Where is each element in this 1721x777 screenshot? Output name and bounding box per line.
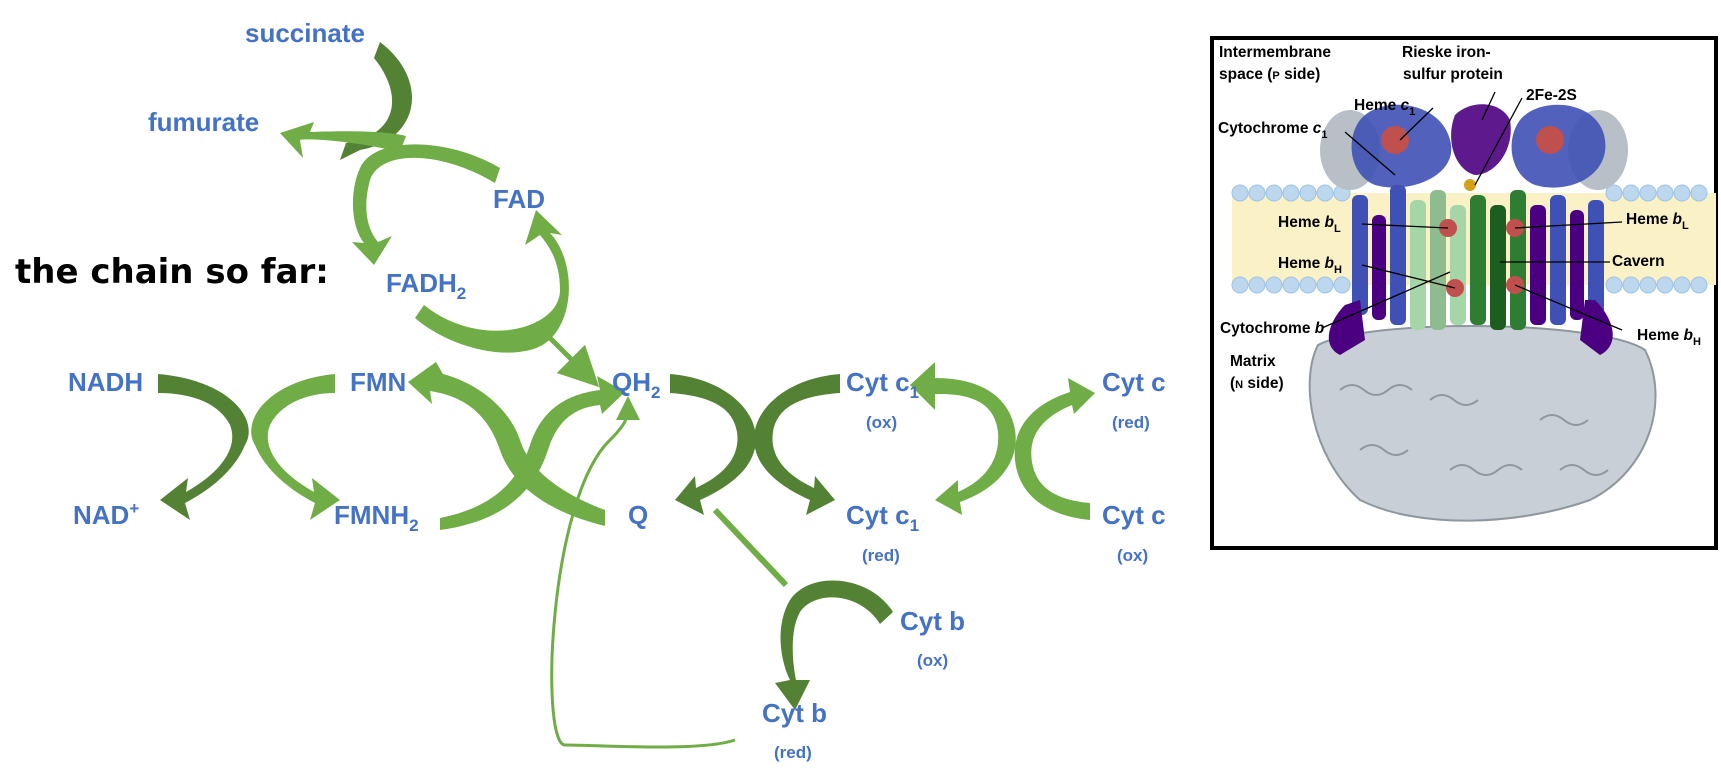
cytb-ox-state: (ox) [917,651,948,670]
lipid-head [1231,184,1249,202]
matrix-helices [1339,384,1609,476]
cytb-red-state: (red) [774,743,812,762]
lipid-head [1605,276,1623,294]
fadh2-to-qh2-line [533,321,600,388]
fumurate-label: fumurate [148,107,259,137]
nadh-label: NADH [68,367,143,397]
lipid-head [1248,276,1266,294]
lipid-head [1265,276,1283,294]
cytb-red-label: Cyt b [762,698,827,728]
chain-title: the chain so far: [15,252,329,292]
cavern-label: Cavern [1612,253,1665,270]
lipid-head [1316,184,1334,202]
lipid-head [1316,276,1334,294]
cytc1-ox-label: Cyt c1 [846,367,919,402]
lipid-head [1299,276,1317,294]
lipid-head [1282,276,1300,294]
heme-bl-right-label: Heme bL [1626,211,1689,232]
lipid-heads-top [1231,184,1708,202]
rieske-label-line1: Rieske iron- [1402,44,1491,61]
lipid-head [1656,276,1674,294]
cytc1-ox-red-arrow [754,374,840,515]
rieske-label-line2: sulfur protein [1403,66,1503,83]
cytochrome-b-lower-right [1580,300,1613,355]
q-label: Q [628,500,648,530]
lipid-head [1656,184,1674,202]
lipid-head [1673,276,1691,294]
lipid-head [1639,184,1657,202]
cytc1-cytc-arrow [910,362,1095,520]
matrix-label-line1: Matrix [1230,353,1276,370]
cytc1-red-label: Cyt c1 [846,500,919,535]
protein-illustration [1231,104,1716,522]
lipid-head [1605,184,1623,202]
fadh2-label: FADH2 [386,268,466,303]
iron-sulfur-cluster [1464,179,1476,191]
transmembrane-helices [1352,185,1604,330]
lipid-head [1248,184,1266,202]
lipid-head [1690,184,1708,202]
qh2-label: QH2 [612,367,660,402]
lipid-head [1333,276,1351,294]
heme-c1-label: Heme c1 [1354,97,1415,118]
cytb-arrow [712,507,893,710]
nad-label: NAD+ [73,499,139,530]
succinate-fumurate-arrow [280,42,413,160]
heme-bh-right-label: Heme bH [1637,327,1701,348]
lipid-head [1282,184,1300,202]
lipid-head [1622,276,1640,294]
cytc1-ox-state: (ox) [866,413,897,432]
qh2-q-arrow [670,374,756,515]
lipid-head [1622,184,1640,202]
heme-bh-left-label: Heme bH [1278,255,1342,276]
cytc1-red-state: (red) [862,546,900,565]
fmn-label: FMN [350,367,406,397]
leader-lines [1321,91,1623,331]
intermembrane-label-line1: Intermembrane [1219,44,1331,61]
lipid-head [1690,276,1708,294]
succinate-label: succinate [245,18,365,48]
cytc-ox-label: Cyt c [1102,500,1166,530]
lipid-head [1231,276,1249,294]
cytc-ox-state: (ox) [1117,546,1148,565]
lipid-head [1639,276,1657,294]
cytc-red-state: (red) [1112,413,1150,432]
fmnh2-label: FMNH2 [334,500,419,535]
cytb-to-qh2-return-line [550,396,736,749]
cytc-red-label: Cyt c [1102,367,1166,397]
fe2s-label: 2Fe-2S [1526,87,1577,104]
fmn-qh2-arrow [408,362,625,530]
cytb-ox-label: Cyt b [900,606,965,636]
cytochrome-c1-label: Cytochrome c1 [1218,120,1328,141]
nadh-nad-arrow [158,374,249,520]
cytochrome-b-label: Cytochrome b [1220,320,1325,337]
lipid-head [1265,184,1283,202]
fad-fadh2-arrow [352,144,569,353]
lipid-head [1673,184,1691,202]
lipid-heads-bottom [1231,276,1708,294]
rieske-protein-domain [1451,104,1511,175]
heme-bl-left-label: Heme bL [1278,214,1341,235]
matrix-domain [1308,325,1657,522]
cytochrome-bc1-structure-panel: Intermembrane space (P side) Rieske iron… [1210,36,1718,550]
intermembrane-label-line2: space (P side) [1219,66,1320,83]
matrix-label-line2: (N side) [1230,375,1284,392]
fmnh2-fmn-arrow [251,374,340,520]
fad-label: FAD [493,184,545,214]
lipid-head [1299,184,1317,202]
